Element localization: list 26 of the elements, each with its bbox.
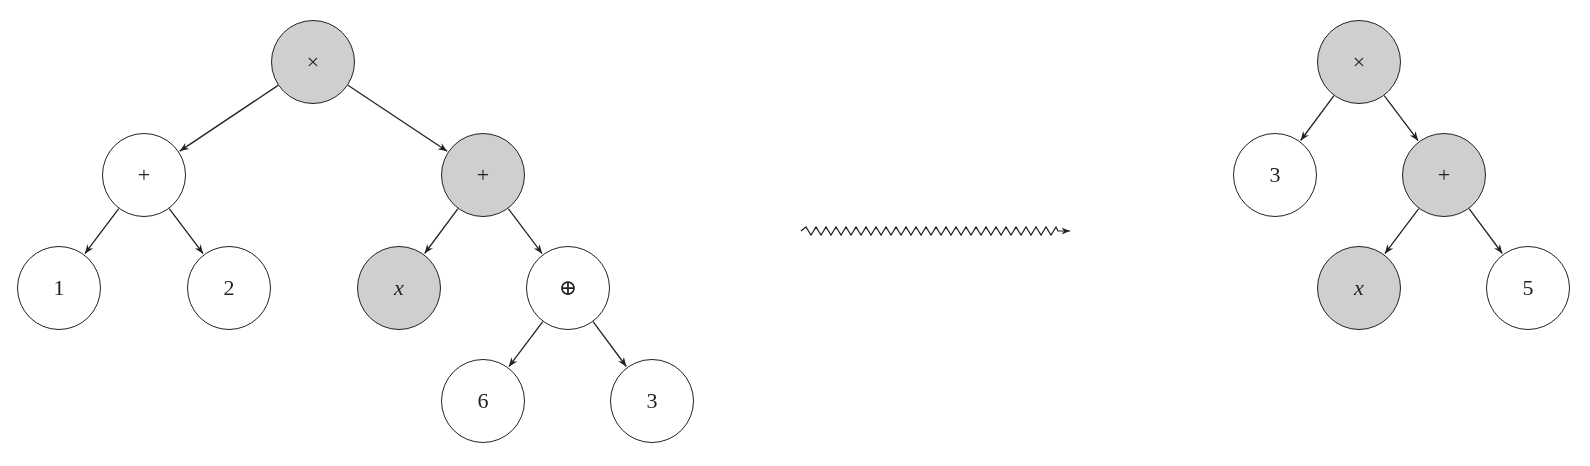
node-label: +	[476, 162, 490, 188]
node-label: +	[1437, 162, 1451, 188]
node-label: x	[1354, 275, 1364, 301]
node-label: 1	[53, 275, 65, 301]
node-label: 5	[1522, 275, 1534, 301]
node-label: 3	[1269, 162, 1281, 188]
arrow	[168, 207, 204, 255]
arrow	[507, 207, 543, 255]
arrow	[508, 320, 544, 368]
arrow	[347, 84, 448, 152]
node-label: 3	[646, 388, 658, 414]
node-label: +	[137, 162, 151, 188]
node-label: x	[394, 275, 404, 301]
node-label: ×	[1352, 49, 1366, 75]
node-label: ⊕	[558, 275, 578, 301]
arrow	[84, 207, 120, 255]
node-label: 6	[477, 388, 489, 414]
arrow	[1384, 207, 1420, 255]
arrow	[1468, 208, 1503, 255]
node-label: ×	[306, 49, 320, 75]
arrow	[1300, 95, 1335, 142]
arrow	[424, 208, 459, 255]
node-label: 2	[223, 275, 235, 301]
arrow	[179, 84, 279, 152]
arrow	[592, 321, 627, 368]
arrow	[1383, 94, 1419, 142]
